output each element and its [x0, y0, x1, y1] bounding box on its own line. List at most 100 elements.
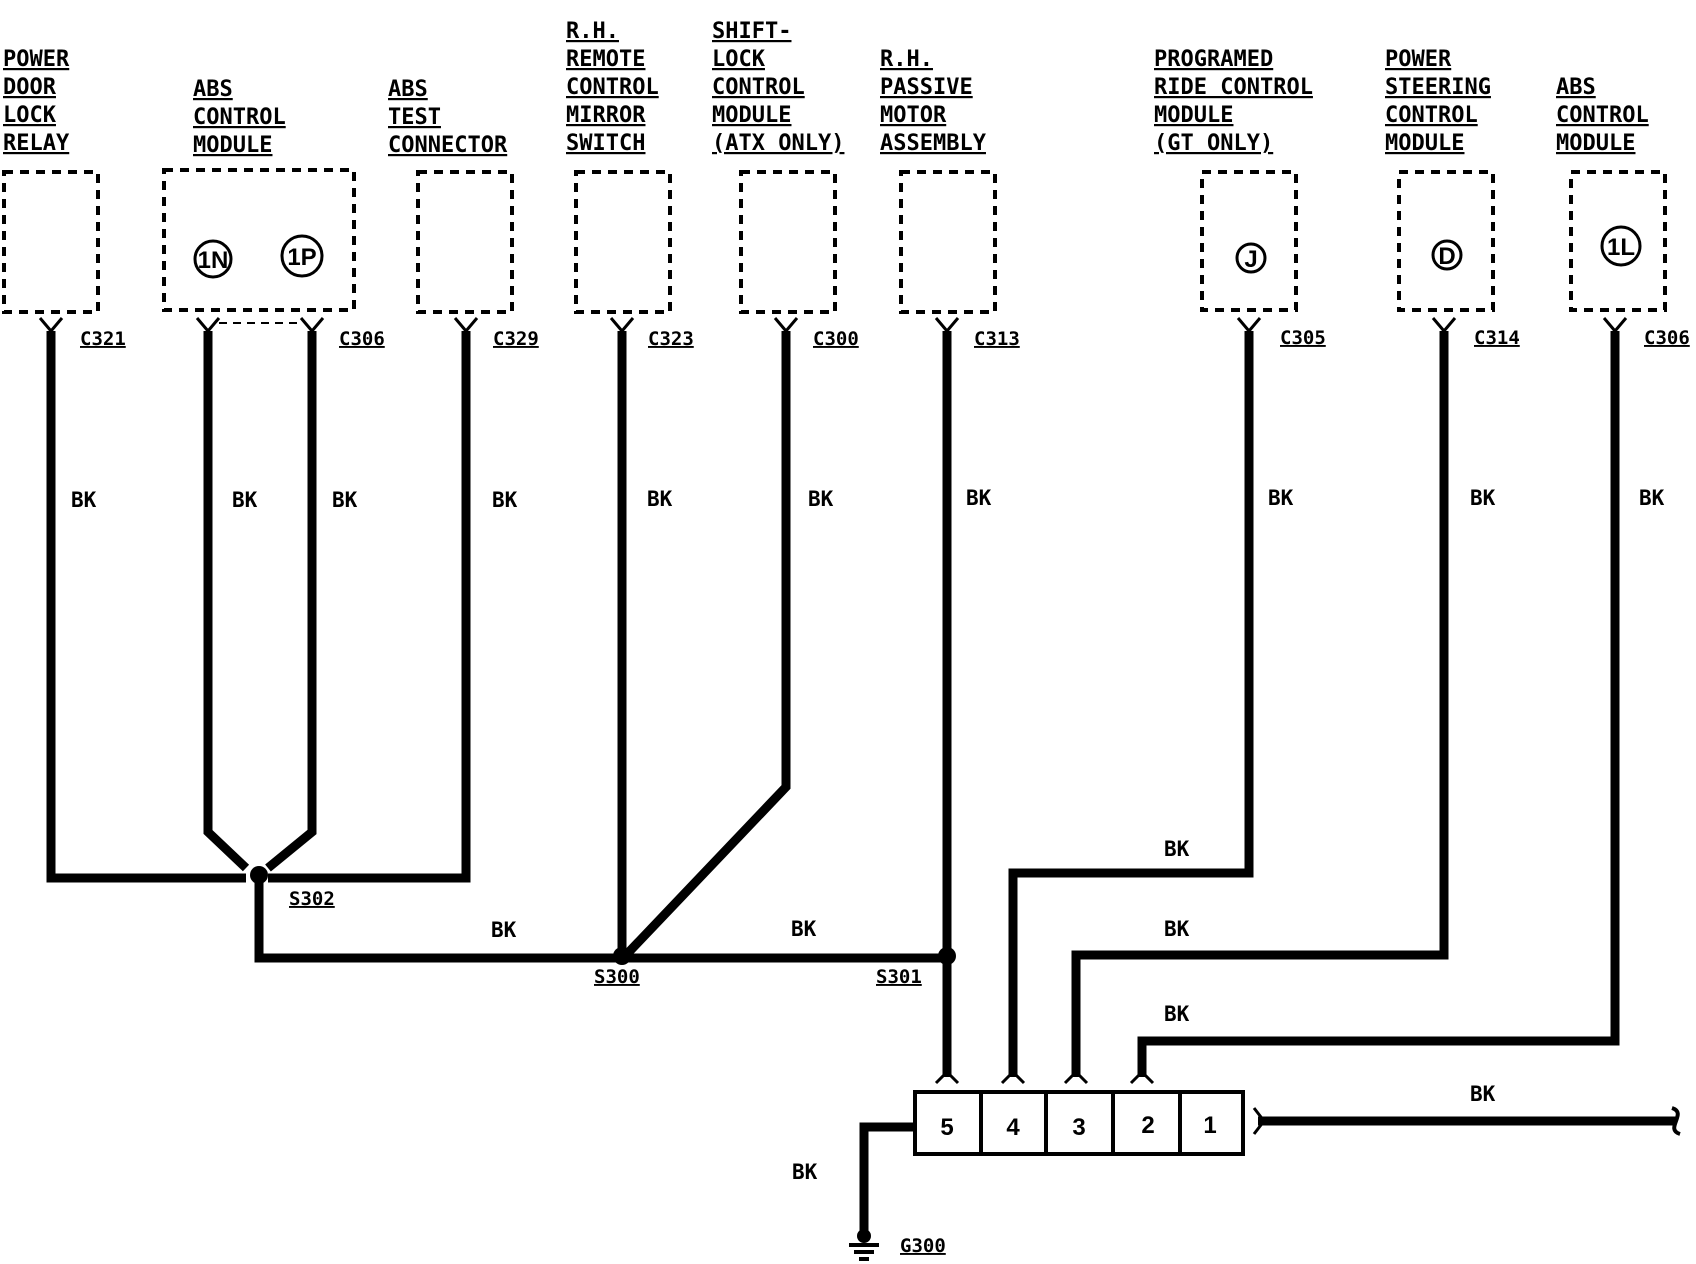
component-box-abs-control-module-left [162, 168, 356, 312]
svg-text:1P: 1P [287, 244, 316, 271]
svg-text:SWITCH: SWITCH [566, 131, 645, 156]
wire-label-c329: BK [492, 488, 518, 512]
svg-text:MODULE: MODULE [712, 103, 791, 128]
svg-text:LOCK: LOCK [712, 47, 766, 72]
svg-text:R.H.: R.H. [566, 19, 619, 44]
splice-label-s301: S301 [876, 966, 922, 988]
component-box-rh-passive-motor-assembly [899, 170, 997, 314]
terminal-1l: 1L [1600, 225, 1642, 267]
splice-s302-dot [250, 866, 268, 884]
svg-text:J: J [1244, 246, 1257, 273]
wire-abs-right [1137, 331, 1620, 1077]
wire-label-c305: BK [1268, 486, 1294, 510]
splice-label-s300: S300 [594, 966, 640, 988]
svg-text:RELAY: RELAY [3, 131, 70, 156]
svg-text:POWER: POWER [3, 47, 70, 72]
svg-text:MODULE: MODULE [1154, 103, 1233, 128]
wire-label-block-4: BK [1164, 837, 1190, 861]
wire-label-c321: BK [71, 488, 97, 512]
component-box-abs-test-connector [416, 170, 514, 314]
svg-text:CONTROL: CONTROL [1556, 103, 1649, 128]
title-shift-lock-control-module: SHIFT- LOCK CONTROL MODULE (ATX ONLY) [712, 19, 844, 156]
title-abs-control-module-left: ABS CONTROL MODULE [193, 77, 286, 158]
wire-labels: BK BK BK BK BK BK BK BK BK BK BK BK BK B… [71, 486, 1665, 1184]
svg-text:RIDE CONTROL: RIDE CONTROL [1154, 75, 1313, 100]
chevron-c313 [934, 317, 960, 334]
splice-label-s302: S302 [289, 888, 335, 910]
svg-text:(GT ONLY): (GT ONLY) [1154, 131, 1273, 156]
svg-text:CONNECTOR: CONNECTOR [388, 133, 508, 158]
svg-text:ABS: ABS [388, 77, 428, 102]
connector-label-c305: C305 [1280, 327, 1326, 349]
wire-ride-control [1008, 331, 1254, 1077]
connector-label-c323: C323 [648, 328, 694, 350]
svg-text:MOTOR: MOTOR [880, 103, 947, 128]
block-pin-2: 2 [1141, 1112, 1154, 1139]
wire-label-output: BK [1470, 1082, 1496, 1106]
wire-label-c323: BK [647, 487, 673, 511]
chevron-c321 [38, 317, 64, 334]
svg-text:MODULE: MODULE [1556, 131, 1635, 156]
svg-text:1N: 1N [198, 247, 229, 274]
svg-text:TEST: TEST [388, 105, 441, 130]
component-box-power-door-lock-relay [2, 170, 100, 314]
wires [46, 331, 1676, 1234]
connector-label-c321: C321 [80, 328, 126, 350]
component-box-rh-remote-mirror-switch [574, 170, 672, 314]
svg-text:D: D [1438, 243, 1455, 270]
component-box-shift-lock-control-module [739, 170, 837, 314]
svg-text:ABS: ABS [193, 77, 233, 102]
terminal-1p: 1P [280, 234, 324, 278]
chevron-c306-b [299, 317, 325, 334]
wire-label-c313: BK [966, 486, 992, 510]
splice-s301-dot [938, 947, 956, 965]
svg-text:MODULE: MODULE [193, 133, 272, 158]
svg-text:PROGRAMED: PROGRAMED [1154, 47, 1273, 72]
block-pin-1: 1 [1203, 1112, 1216, 1139]
svg-text:ASSEMBLY: ASSEMBLY [880, 131, 987, 156]
wire-label-s300-s301: BK [791, 917, 817, 941]
wire-abs-1p [265, 331, 317, 872]
wire-label-s302-s300: BK [491, 918, 517, 942]
chevron-c329 [453, 317, 479, 334]
connector-label-c306-right: C306 [1644, 327, 1690, 349]
svg-text:DOOR: DOOR [3, 75, 57, 100]
svg-text:REMOTE: REMOTE [566, 47, 645, 72]
title-abs-test-connector: ABS TEST CONNECTOR [388, 77, 508, 158]
svg-text:CONTROL: CONTROL [193, 105, 286, 130]
block-pin-chevrons [934, 1069, 1155, 1085]
connector-label-c300: C300 [813, 328, 859, 350]
title-power-door-lock-relay: POWER DOOR LOCK RELAY [3, 47, 70, 156]
component-box-power-steering-control-module [1397, 170, 1495, 312]
wire-label-block-2: BK [1164, 1002, 1190, 1026]
title-rh-passive-motor-assembly: R.H. PASSIVE MOTOR ASSEMBLY [880, 47, 987, 156]
ground-label-g300: G300 [900, 1235, 946, 1257]
block-pin-5: 5 [940, 1114, 953, 1141]
wire-label-abs-1p: BK [332, 488, 358, 512]
svg-text:1L: 1L [1607, 234, 1635, 261]
wire-label-ground: BK [792, 1160, 818, 1184]
connector-label-c313: C313 [974, 328, 1020, 350]
ground-icon [849, 1229, 879, 1261]
chevron-c306-right [1602, 317, 1628, 334]
svg-text:POWER: POWER [1385, 47, 1452, 72]
terminal-d: D [1431, 239, 1463, 271]
component-box-programed-ride-control-module [1200, 170, 1298, 312]
block-pin-3: 3 [1072, 1114, 1085, 1141]
svg-text:STEERING: STEERING [1385, 75, 1491, 100]
wire-break-icon [1671, 1106, 1681, 1136]
svg-text:MIRROR: MIRROR [566, 103, 646, 128]
wire-label-block-3: BK [1164, 917, 1190, 941]
svg-text:ABS: ABS [1556, 75, 1596, 100]
wire-abs-1n [203, 331, 250, 872]
title-rh-remote-control-mirror-switch: R.H. REMOTE CONTROL MIRROR SWITCH [566, 19, 659, 156]
wire-abs-test-connector [268, 331, 471, 883]
chevron-c306-a [195, 317, 221, 334]
chevron-c305 [1236, 317, 1262, 334]
block-pin-4: 4 [1006, 1114, 1020, 1141]
svg-text:CONTROL: CONTROL [1385, 103, 1478, 128]
component-box-abs-control-module-right [1569, 170, 1667, 312]
splice-s300-dot [613, 947, 631, 965]
svg-text:PASSIVE: PASSIVE [880, 75, 973, 100]
